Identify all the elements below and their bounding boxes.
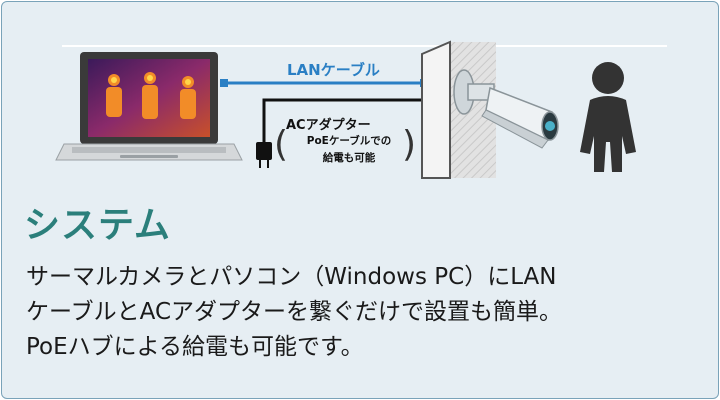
left-paren-glyph: ( [274, 124, 289, 165]
person-icon [580, 62, 636, 172]
lan-cable [220, 79, 428, 87]
diagram-graphic [55, 40, 667, 179]
description-line-2: ケーブルとACアダプターを繋ぐだけで設置も簡単。 [26, 299, 563, 325]
right-paren-glyph: ) [402, 124, 417, 165]
description-line-3: PoEハブによる給電も可能です。 [26, 334, 364, 360]
lan-cable-label: LANケーブル [287, 61, 380, 79]
ac-adapter-note: PoEケーブルでの 給電も可能 [284, 133, 414, 167]
laptop-icon [55, 52, 243, 161]
section-heading: システム [24, 205, 171, 246]
camera-icon [453, 69, 559, 149]
system-diagram: LANケーブル ACアダプター ( PoEケーブルでの 給電も可能 ) [2, 2, 718, 187]
ac-adapter-label: ACアダプター [286, 118, 371, 133]
description-line-1: サーマルカメラとパソコン（Windows PC）にLAN [26, 264, 557, 290]
ac-note-line-1: PoEケーブルでの [306, 135, 392, 147]
ac-note-line-2: 給電も可能 [322, 152, 376, 164]
description: サーマルカメラとパソコン（Windows PC）にLAN ケーブルとACアダプタ… [26, 260, 706, 365]
